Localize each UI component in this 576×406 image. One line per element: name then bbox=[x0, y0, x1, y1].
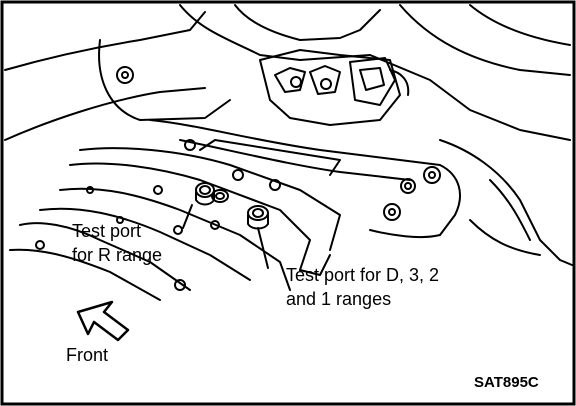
test-port-d-3-2-1-ranges bbox=[247, 205, 269, 230]
small-bolt bbox=[174, 279, 186, 291]
floor-right-edge bbox=[399, 4, 571, 76]
figure-code: SAT895C bbox=[474, 374, 539, 391]
label-front: Front bbox=[66, 345, 109, 365]
label-r-port-line1: Test port bbox=[72, 221, 142, 241]
valve-body bbox=[259, 49, 401, 126]
label-d-port-line1: Test port for D, 3, 2 bbox=[286, 265, 440, 285]
label-r-port-line2: for R range bbox=[72, 245, 163, 265]
bolt-hole bbox=[400, 178, 416, 194]
leader-line-r-port bbox=[182, 204, 193, 229]
frame-rail-upper-edge bbox=[4, 11, 206, 71]
bolt bbox=[184, 139, 196, 151]
bolt-hole bbox=[116, 66, 134, 84]
tunnel-edge bbox=[179, 4, 571, 141]
label-d-port-line2: and 1 ranges bbox=[286, 289, 392, 309]
tunnel-top bbox=[234, 4, 381, 41]
test-port-r-range bbox=[195, 182, 229, 206]
cross-member bbox=[149, 119, 461, 239]
frame-bracket bbox=[98, 39, 231, 121]
transmission-case bbox=[79, 147, 341, 251]
frame-rail-lower-edge bbox=[4, 87, 206, 141]
front-arrow-icon bbox=[76, 300, 130, 342]
leader-line-d-port bbox=[257, 227, 269, 269]
